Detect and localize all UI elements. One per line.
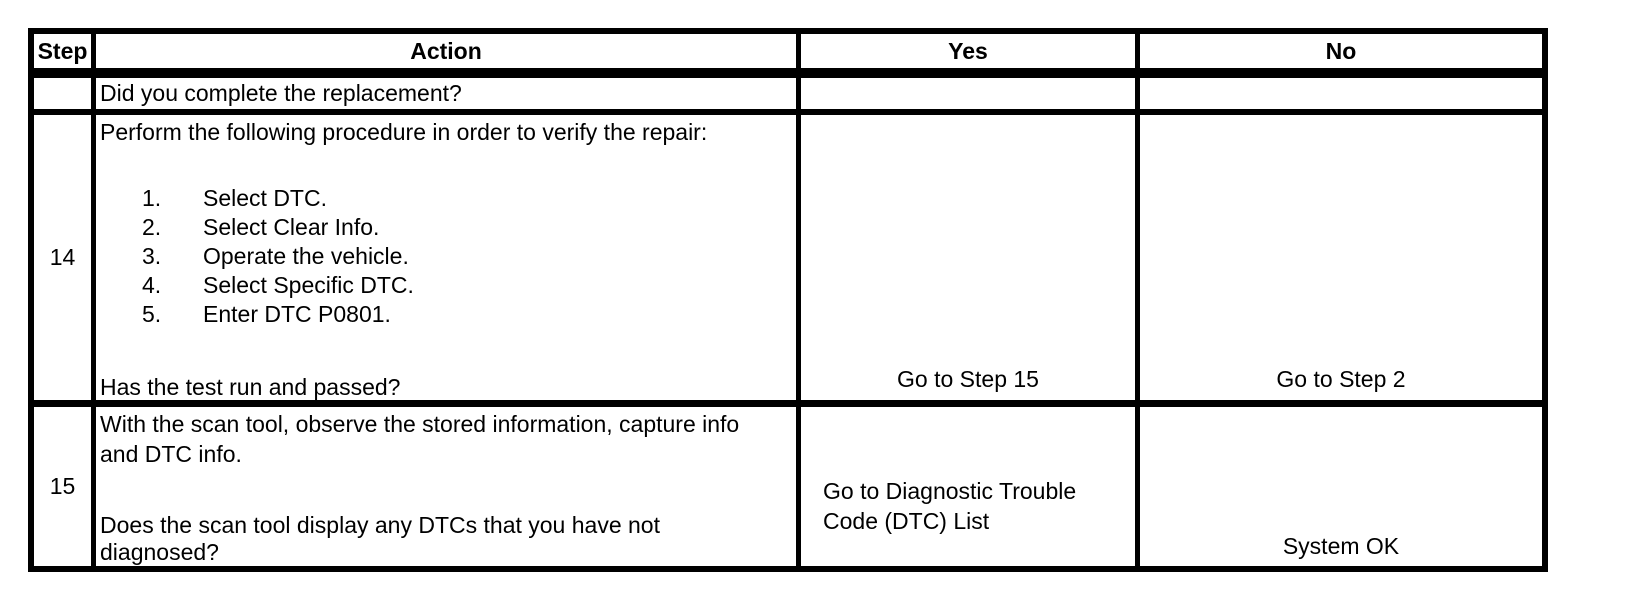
action-question: Has the test run and passed? xyxy=(100,374,401,400)
list-item-marker: 3. xyxy=(142,243,162,269)
list-item-text: Enter DTC P0801. xyxy=(203,301,391,327)
no-cell-blank xyxy=(1140,78,1542,115)
action-cell-replacement: Did you complete the replacement? xyxy=(96,78,801,115)
list-item-text: Select Clear Info. xyxy=(203,214,380,240)
step-number: 14 xyxy=(34,115,96,407)
col-header-no: No xyxy=(1140,34,1542,78)
step-cell-blank xyxy=(34,78,96,115)
no-cell-step-14: Go to Step 2 xyxy=(1140,115,1542,407)
list-item: 1. Select DTC. xyxy=(142,184,796,213)
yes-cell-step-15: Go to Diagnostic Trouble Code (DTC) List xyxy=(801,407,1140,566)
list-item: 5. Enter DTC P0801. xyxy=(142,300,796,329)
no-answer: System OK xyxy=(1282,533,1400,559)
list-item-marker: 4. xyxy=(142,272,162,298)
yes-answer: Go to Step 15 xyxy=(897,366,1039,392)
no-cell-step-15: System OK xyxy=(1140,407,1542,566)
diagnostic-table: Step Action Yes No Did you complete the … xyxy=(28,28,1548,572)
list-item-text: Select Specific DTC. xyxy=(203,272,414,298)
action-question: Does the scan tool display any DTCs that… xyxy=(100,512,660,565)
step-number: 15 xyxy=(34,407,96,566)
col-header-step: Step xyxy=(34,34,96,78)
procedure-list: 1. Select DTC. 2. Select Clear Info. 3. Ope… xyxy=(142,184,796,329)
yes-cell-blank xyxy=(801,78,1140,115)
action-question: Did you complete the replacement? xyxy=(100,80,462,106)
list-item: 2. Select Clear Info. xyxy=(142,213,796,242)
list-item-text: Operate the vehicle. xyxy=(203,243,409,269)
action-cell-step-14: Perform the following procedure in order… xyxy=(96,115,801,407)
yes-cell-step-14: Go to Step 15 xyxy=(801,115,1140,407)
no-answer: Go to Step 2 xyxy=(1276,366,1406,392)
list-item: 3. Operate the vehicle. xyxy=(142,242,796,271)
action-cell-step-15: With the scan tool, observe the stored i… xyxy=(96,407,801,566)
list-item-marker: 2. xyxy=(142,214,162,240)
col-header-action: Action xyxy=(96,34,801,78)
list-item: 4. Select Specific DTC. xyxy=(142,271,796,300)
list-item-marker: 5. xyxy=(142,301,162,327)
list-item-marker: 1. xyxy=(142,185,162,211)
action-intro: With the scan tool, observe the stored i… xyxy=(100,411,740,467)
list-item-text: Select DTC. xyxy=(203,185,327,211)
action-intro: Perform the following procedure in order… xyxy=(100,119,708,145)
yes-answer: Go to Diagnostic Trouble Code (DTC) List xyxy=(823,478,1077,534)
col-header-yes: Yes xyxy=(801,34,1140,78)
